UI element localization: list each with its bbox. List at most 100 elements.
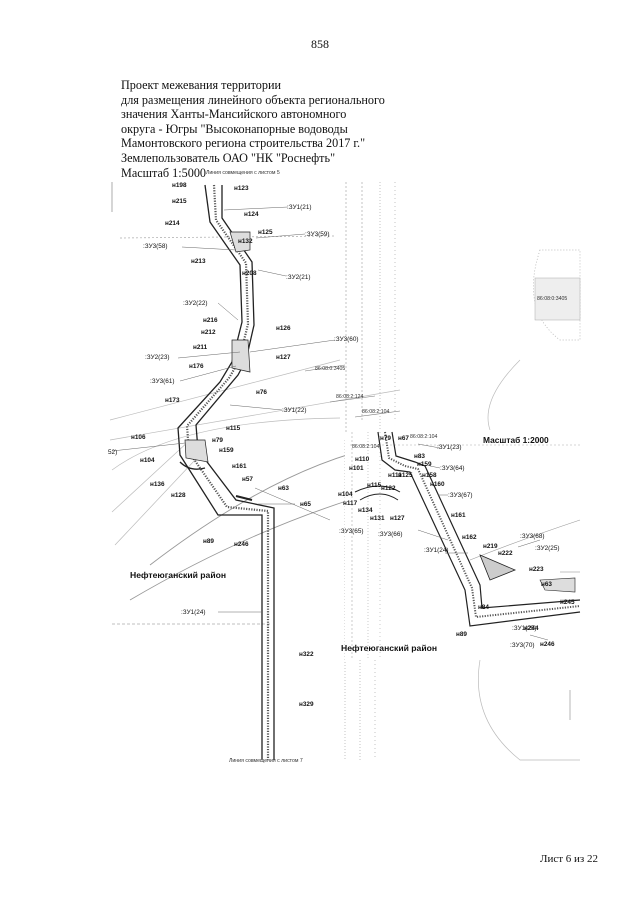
- inset-parcel-labels: :ЗУ1(23) :ЗУ3(64) :ЗУ3(67) :ЗУ3(65) :ЗУ3…: [339, 444, 560, 649]
- boundary-line: [111, 439, 191, 513]
- parcel-label: :ЗУ1(24): [424, 547, 449, 554]
- cadastral-number: 86:08:0:3405: [537, 296, 567, 302]
- point-label: н159: [417, 461, 432, 468]
- point-label: н63: [278, 485, 289, 492]
- title-line: Землепользователь ОАО "НК "Роснефть": [121, 150, 336, 165]
- main-parcel-labels: :ЗУ1(21) :ЗУ3(59) :ЗУ3(58) :ЗУ2(21) :ЗУ2…: [143, 204, 359, 616]
- corridor-edge-left: [177, 184, 263, 760]
- point-label: н161: [451, 512, 466, 519]
- point-label: н104: [140, 457, 155, 464]
- boundary-line: [114, 459, 196, 546]
- main-point-labels: н198 н123 н215 н124 н214 н125 н132 н213 …: [131, 182, 314, 708]
- point-label: н110: [355, 456, 370, 463]
- leader-line: [181, 246, 237, 251]
- parcel-label: :ЗУ3(70): [510, 642, 535, 649]
- title-line-scale: Масштаб 1:5000: [121, 165, 207, 180]
- parcel-label: :ЗУ3(59): [305, 231, 330, 238]
- point-label: н134: [358, 507, 373, 514]
- point-label: н84: [478, 604, 489, 611]
- point-label: н162: [462, 534, 477, 541]
- point-label: н106: [131, 434, 146, 441]
- parcel-label: :ЗУ2(22): [183, 300, 208, 307]
- parcel-label: :ЗУ3(61): [150, 378, 175, 385]
- point-label: н123: [234, 185, 249, 192]
- point-label: н122: [381, 485, 396, 492]
- leader-line: [217, 302, 239, 321]
- point-label: н176: [189, 363, 204, 370]
- parcel-label: :ЗУ2(21): [286, 274, 311, 281]
- inset-cadastral-labels: 86:08:2:104 86:08:2:104: [352, 434, 438, 450]
- point-label: н216: [203, 317, 218, 324]
- boundary-line: [111, 417, 341, 471]
- point-label: н128: [171, 492, 186, 499]
- leader-line: [111, 442, 186, 452]
- point-label: н89: [203, 538, 214, 545]
- point-label: н117: [343, 500, 358, 507]
- parcel-label: :ЗУ1(22): [282, 407, 307, 414]
- point-label: н124: [244, 211, 259, 218]
- point-label: н111: [388, 472, 402, 479]
- point-label: н83: [414, 453, 425, 460]
- leader-line: [429, 465, 441, 469]
- point-label: н101: [349, 465, 364, 472]
- point-label: н132: [238, 238, 253, 245]
- leader-line: [249, 339, 336, 353]
- point-label: н246: [234, 541, 249, 548]
- cadastral-number: 86:08:2:124: [336, 394, 364, 400]
- point-label: н136: [150, 481, 165, 488]
- cadastral-line: [354, 410, 401, 418]
- inset-plot: [479, 554, 517, 581]
- region-label-main: Нефтеюганский район: [130, 570, 226, 580]
- point-label: н223: [529, 566, 544, 573]
- parcel-label: :ЗУ2(25): [535, 545, 560, 552]
- junction-mark: [235, 495, 253, 501]
- title-line: Мамонтовского региона строительства 2017…: [121, 136, 366, 151]
- parcel-label: :ЗУ1(25): [512, 625, 537, 632]
- cadastral-plot: [534, 277, 581, 321]
- cadastral-number: 86:08:0:3405: [315, 366, 345, 372]
- point-label: н173: [165, 397, 180, 404]
- point-label: н125: [258, 229, 273, 236]
- parcel-label: :ЗУ3(67): [448, 492, 473, 499]
- leader-line: [417, 443, 441, 449]
- parcel-label: :ЗУ3(60): [334, 336, 359, 343]
- point-label: н160: [430, 481, 445, 488]
- boundary-line: [109, 389, 401, 441]
- inset-point-labels: н79 н67 н110 н83 н101 н159 н111 н125 н15…: [338, 435, 575, 648]
- inner-plot: [229, 231, 251, 253]
- point-label: н208: [242, 270, 257, 277]
- point-label: н158: [422, 472, 437, 479]
- cadastral-labels: 86:08:0:3405 86:08:2:124 86:08:2:104 86:…: [315, 296, 567, 415]
- inner-plot: [231, 339, 251, 373]
- point-label: н245: [560, 599, 575, 606]
- parcel-label: :ЗУ3(64): [440, 465, 465, 472]
- point-label: н126: [276, 325, 291, 332]
- point-label: н65: [300, 501, 311, 508]
- point-label: н131: [370, 515, 385, 522]
- page-number: 858: [311, 37, 329, 51]
- point-label: н57: [242, 476, 253, 483]
- point-label: н198: [172, 182, 187, 189]
- cadastral-number: 86:08:2:104: [352, 444, 380, 450]
- point-label: н127: [276, 354, 291, 361]
- point-label: н222: [498, 550, 513, 557]
- point-label: н161: [232, 463, 247, 470]
- point-label: н115: [367, 482, 382, 489]
- title-block: Проект межевания территории для размещен…: [121, 78, 385, 180]
- point-label: н159: [219, 447, 234, 454]
- title-line: для размещения линейного объекта региона…: [121, 92, 385, 107]
- point-label: н214: [165, 220, 180, 227]
- point-label: н212: [201, 329, 216, 336]
- inner-plot: [184, 439, 209, 463]
- title-line: значения Ханты-Мансийского автономного: [121, 107, 347, 122]
- point-label: н322: [299, 651, 314, 658]
- boundary-line: [487, 359, 521, 431]
- cadastral-plots: [304, 277, 581, 418]
- parcel-label: :ЗУ1(23): [437, 444, 462, 451]
- parcel-label: :ЗУ3(68): [520, 533, 545, 540]
- point-label: н127: [390, 515, 405, 522]
- leader-line: [223, 206, 289, 211]
- title-line: округа - Югры "Высоконапорные водоводы: [121, 121, 348, 136]
- point-label: н211: [193, 344, 208, 351]
